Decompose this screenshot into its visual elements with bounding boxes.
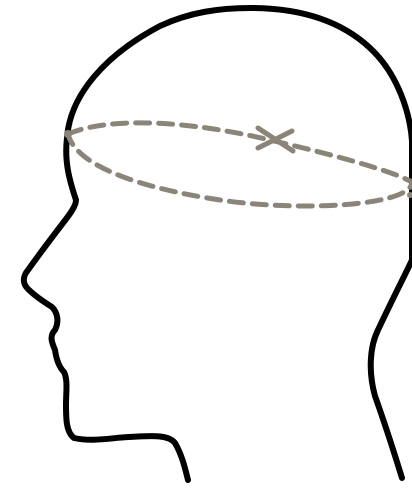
head-profile-outline — [24, 8, 412, 480]
tape-left-tip — [64, 130, 72, 138]
head-circumference-dashed-loop — [68, 123, 412, 206]
tape-right-tip — [407, 192, 412, 198]
